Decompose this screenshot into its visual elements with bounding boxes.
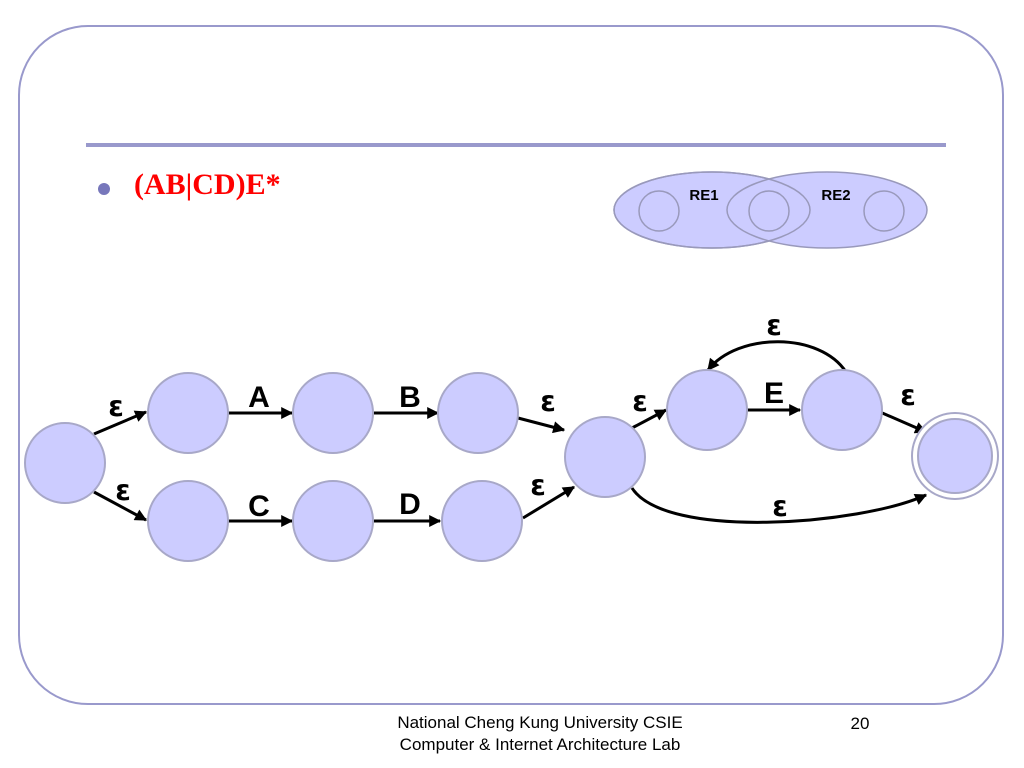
state-top-1: [147, 372, 229, 454]
state-final: [917, 418, 993, 494]
label-a: A: [248, 381, 270, 414]
footer: National Cheng Kung University CSIE Comp…: [330, 712, 750, 756]
transitions: [93, 340, 928, 527]
label-e: E: [764, 377, 784, 410]
state-bottom-1: [147, 480, 229, 562]
re1-label: RE1: [689, 187, 718, 204]
state-join: [564, 416, 646, 498]
edge-loop-to-final: [879, 410, 928, 434]
edge-top-to-join: [517, 416, 566, 434]
label-join-to-loop: ε: [632, 385, 648, 418]
legend-state-1: [638, 190, 680, 232]
slide-frame: [18, 25, 1004, 705]
footer-line-1: National Cheng Kung University CSIE: [397, 713, 683, 732]
page-number: 20: [850, 714, 870, 733]
state-start: [24, 422, 106, 504]
label-loop-to-final: ε: [900, 379, 916, 412]
concat-legend: RE1 RE2: [613, 171, 928, 249]
re1-ellipse-outline: [613, 171, 811, 249]
label-loop-back: ε: [766, 309, 782, 342]
edge-bottom-to-join: [522, 485, 576, 520]
legend-state-3: [863, 190, 905, 232]
label-start-bottom: ε: [115, 474, 131, 507]
label-d: D: [399, 488, 421, 521]
label-top-to-join: ε: [540, 385, 556, 418]
state-loop-2: [801, 369, 883, 451]
re2-label: RE2: [821, 187, 850, 204]
edge-labels: ε ε A B C D ε ε ε ε E ε ε: [108, 309, 916, 523]
label-start-top: ε: [108, 390, 124, 423]
state-top-3: [437, 372, 519, 454]
title-rule: [86, 143, 946, 147]
edge-start-bottom: [93, 490, 148, 522]
label-c: C: [248, 490, 270, 523]
edge-skip: [630, 487, 928, 524]
bullet-icon: [98, 183, 110, 195]
edge-start-top: [93, 410, 148, 436]
edge-loop-back: [706, 340, 848, 373]
state-bottom-2: [292, 480, 374, 562]
state-loop-1: [666, 369, 748, 451]
state-bottom-3: [441, 480, 523, 562]
state-top-2: [292, 372, 374, 454]
footer-line-2: Computer & Internet Architecture Lab: [399, 735, 681, 754]
edge-join-to-loop: [631, 408, 668, 430]
label-b: B: [399, 381, 421, 414]
states: [24, 369, 999, 562]
label-bottom-to-join: ε: [530, 469, 546, 502]
slide-title: (AB|CD)E*: [134, 168, 281, 201]
legend-state-2: [748, 190, 790, 232]
label-skip: ε: [772, 490, 788, 523]
